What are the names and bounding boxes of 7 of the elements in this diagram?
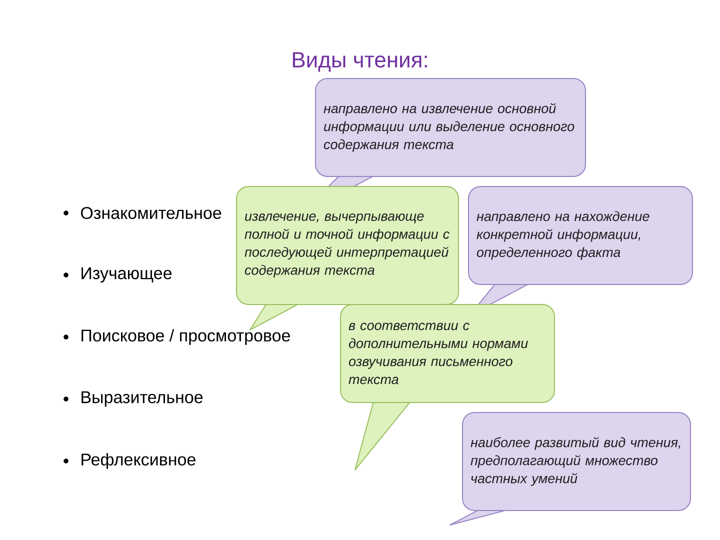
list-item: Изучающее: [82, 267, 172, 283]
speech-bubble: наиболее развитый вид чтения, предполагающий множество частных умений: [450, 412, 691, 526]
list-item: Поисковое / просмотровое: [82, 329, 290, 345]
list-item: Выразительное: [82, 391, 203, 407]
list-item: Рефлексивное: [82, 453, 196, 469]
title: Виды чтения:: [292, 52, 427, 72]
speech-bubble: направлено на нахождение конкретной информации, определенного факта: [468, 186, 693, 316]
